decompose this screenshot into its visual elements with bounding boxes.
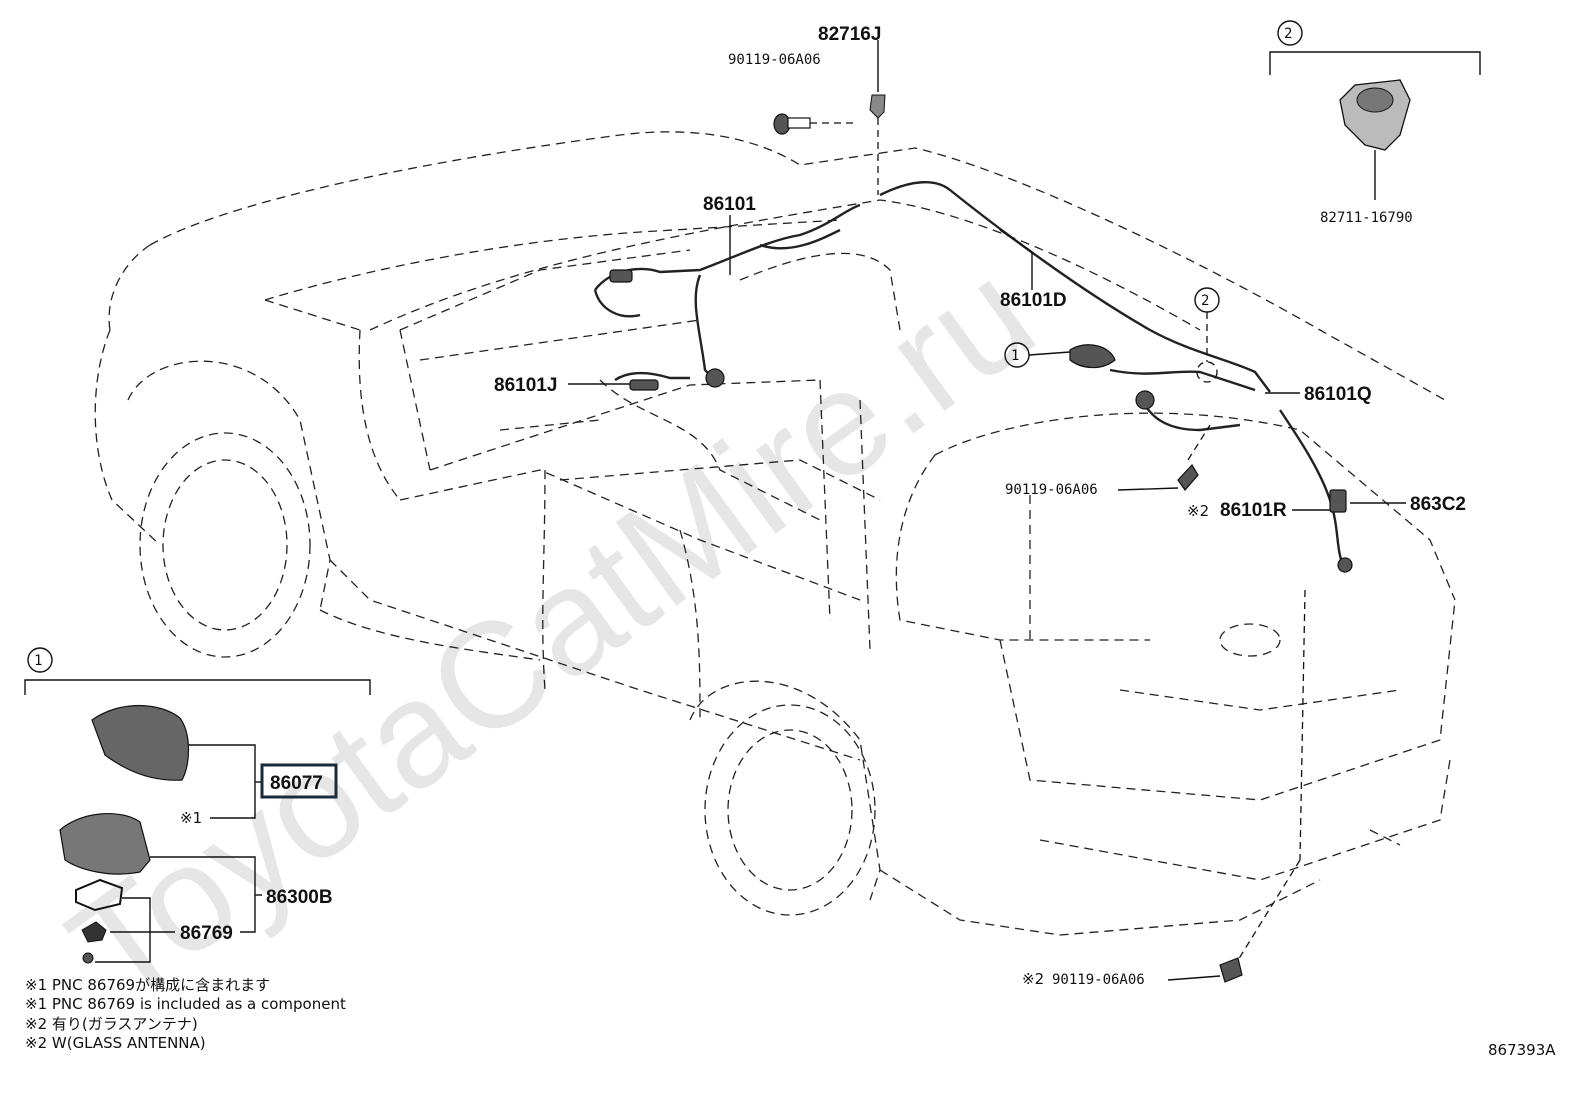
label-86077-mark: ※1 (180, 809, 202, 827)
group-2-callout-number: 2 (1201, 293, 1209, 309)
harness-86101J (614, 371, 690, 382)
footnote-1-en: ※1 PNC 86769 is included as a component (25, 995, 346, 1013)
footnote-2-en: ※2 W(GLASS ANTENNA) (25, 1034, 206, 1052)
part-labels: 82716J 90119-06A06 86101 86101D 86101J 8… (180, 24, 1466, 988)
label-86101: 86101 (703, 194, 756, 215)
antenna-base-shape (59, 812, 151, 875)
diagram-code: 867393A (1488, 1041, 1556, 1059)
group-1-marker (27, 647, 53, 673)
label-86101R-mark: ※2 (1187, 502, 1209, 520)
group-1-detail: 1 (24, 647, 371, 964)
label-86769: 86769 (180, 923, 233, 944)
group-2-number: 2 (1284, 26, 1292, 42)
footnote-1-ja: ※1 PNC 86769が構成に含まれます (25, 976, 270, 994)
antenna-cover-shape (91, 705, 190, 781)
label-863C2: 863C2 (1410, 494, 1466, 515)
part-86077-highlight (260, 763, 338, 799)
label-86101R: 86101R (1220, 500, 1287, 521)
harness-86101 (594, 203, 861, 291)
label-86300B: 86300B (266, 887, 333, 908)
label-86101D: 86101D (1000, 290, 1067, 311)
leader-lines (568, 40, 1406, 511)
gasket-shape (75, 878, 124, 912)
watermark-text: ToyotaCatMire.ru (40, 229, 1063, 1036)
label-82711-16790: 82711-16790 (1320, 210, 1413, 226)
group-1-callout-number: 1 (1011, 348, 1019, 364)
bolt-bottom (1167, 589, 1306, 983)
wire-harness-group (593, 181, 1353, 573)
group-2-detail: 2 82711-16790 2 (1194, 20, 1481, 383)
footnotes: ※1 PNC 86769が構成に含まれます ※1 PNC 86769 is in… (25, 976, 346, 1052)
group-2-marker (1277, 20, 1303, 46)
label-90119-bottom-mark: ※2 (1022, 970, 1044, 988)
vehicle-outline (94, 131, 1456, 936)
label-86101J: 86101J (494, 375, 557, 396)
harness-86101D (879, 181, 1271, 393)
label-90119-mid: 90119-06A06 (1005, 482, 1098, 498)
harness-86101Q (1109, 368, 1256, 392)
group-1-number: 1 (34, 653, 42, 669)
label-90119-bottom: 90119-06A06 (1052, 972, 1145, 988)
label-90119-top: 90119-06A06 (728, 52, 821, 68)
group-1-callout: 1 (1004, 342, 1071, 368)
label-86101Q: 86101Q (1304, 384, 1372, 405)
bolt-top (773, 113, 855, 135)
label-86077: 86077 (270, 773, 323, 794)
bolt-mid (1117, 424, 1211, 491)
clamp-82716J (869, 45, 886, 195)
label-82716J: 82716J (818, 24, 881, 45)
footnote-2-ja: ※2 有り(ガラスアンテナ) (25, 1015, 198, 1033)
